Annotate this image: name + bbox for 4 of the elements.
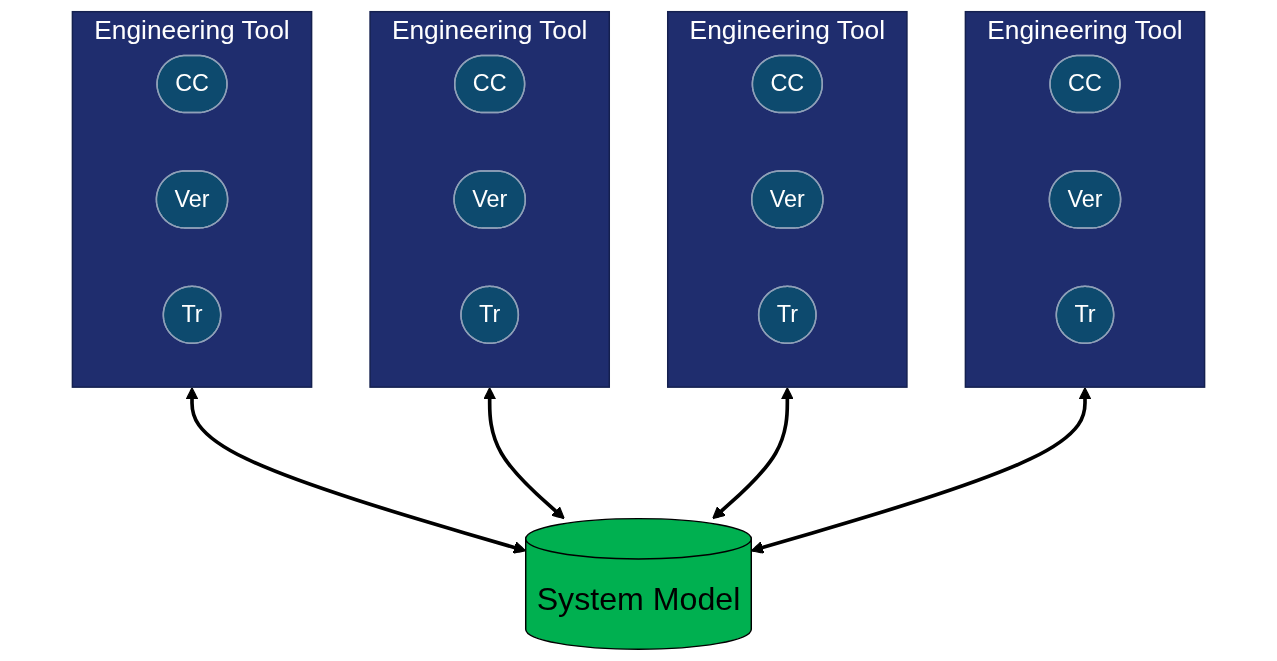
arrow xyxy=(750,387,1092,554)
arrow xyxy=(483,387,565,520)
arrow xyxy=(712,387,794,520)
arrow xyxy=(185,387,527,554)
